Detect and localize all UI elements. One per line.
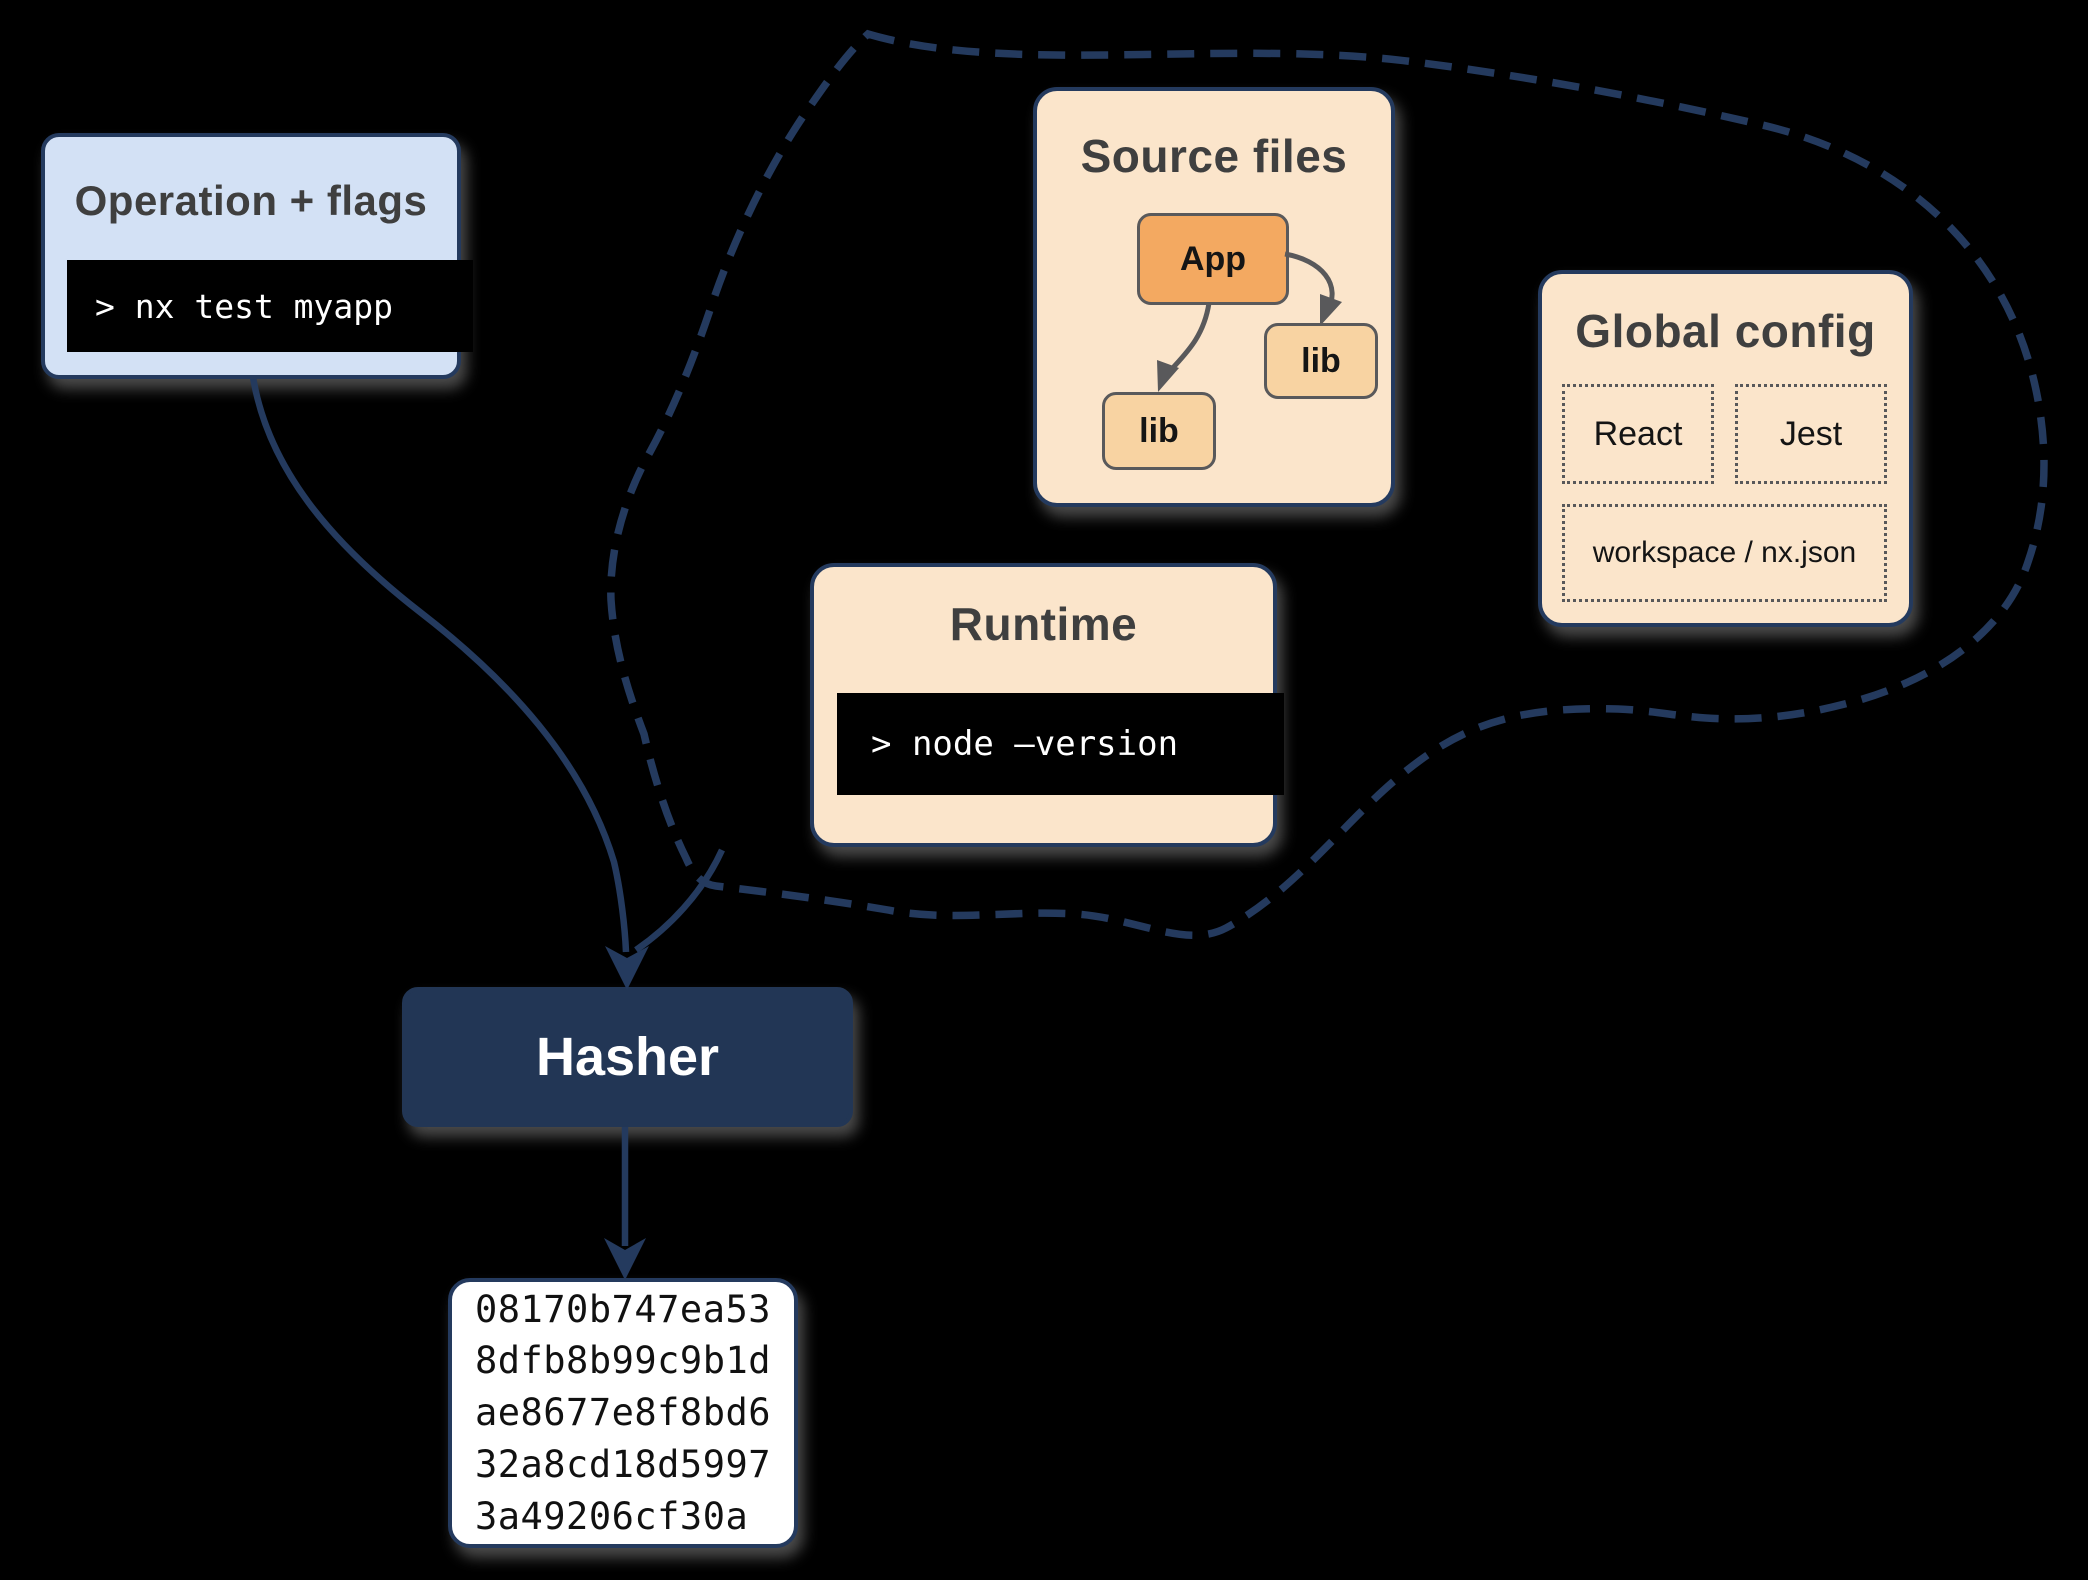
react-config-item: React bbox=[1562, 384, 1714, 484]
source-files-box: Source files App lib lib bbox=[1033, 87, 1395, 507]
runtime-command: > node –version bbox=[871, 724, 1179, 764]
hasher-box: Hasher bbox=[402, 987, 853, 1127]
workspace-label: workspace / nx.json bbox=[1592, 536, 1857, 569]
runtime-box: Runtime > node –version bbox=[810, 563, 1284, 847]
workspace-config-item: workspace / nx.json bbox=[1562, 504, 1887, 602]
hash-line: ae8677e8f8bd6 bbox=[474, 1391, 772, 1435]
lib-node-left-label: lib bbox=[1139, 411, 1179, 450]
hash-line: 08170b747ea53 bbox=[474, 1287, 772, 1331]
app-node-label: App bbox=[1179, 239, 1247, 278]
lib-node-right-label: lib bbox=[1301, 341, 1341, 380]
jest-label: Jest bbox=[1779, 414, 1843, 453]
hasher-label: Hasher bbox=[535, 1027, 720, 1087]
global-config-title: Global config bbox=[1575, 305, 1876, 357]
lib-node-right: lib bbox=[1264, 323, 1378, 399]
global-config-box: Global config React Jest workspace / nx.… bbox=[1538, 270, 1913, 627]
hash-line: 3a49206cf30a bbox=[474, 1494, 749, 1538]
react-label: React bbox=[1593, 414, 1683, 453]
runtime-title: Runtime bbox=[949, 598, 1138, 650]
app-node: App bbox=[1137, 213, 1289, 305]
source-files-title: Source files bbox=[1080, 130, 1348, 182]
operation-flags-title: Operation + flags bbox=[74, 177, 428, 224]
runtime-terminal: > node –version bbox=[837, 693, 1284, 795]
hash-output-box: 08170b747ea53 8dfb8b99c9b1d ae8677e8f8bd… bbox=[448, 1278, 798, 1548]
operation-flags-box: Operation + flags > nx test myapp bbox=[41, 133, 473, 379]
hash-line: 8dfb8b99c9b1d bbox=[474, 1339, 772, 1383]
lib-node-left: lib bbox=[1102, 392, 1216, 470]
operation-command: > nx test myapp bbox=[95, 286, 394, 326]
jest-config-item: Jest bbox=[1735, 384, 1887, 484]
operation-terminal: > nx test myapp bbox=[67, 260, 473, 352]
hash-output-text: 08170b747ea53 8dfb8b99c9b1d ae8677e8f8bd… bbox=[475, 1284, 771, 1543]
hash-line: 32a8cd18d5997 bbox=[474, 1442, 772, 1486]
